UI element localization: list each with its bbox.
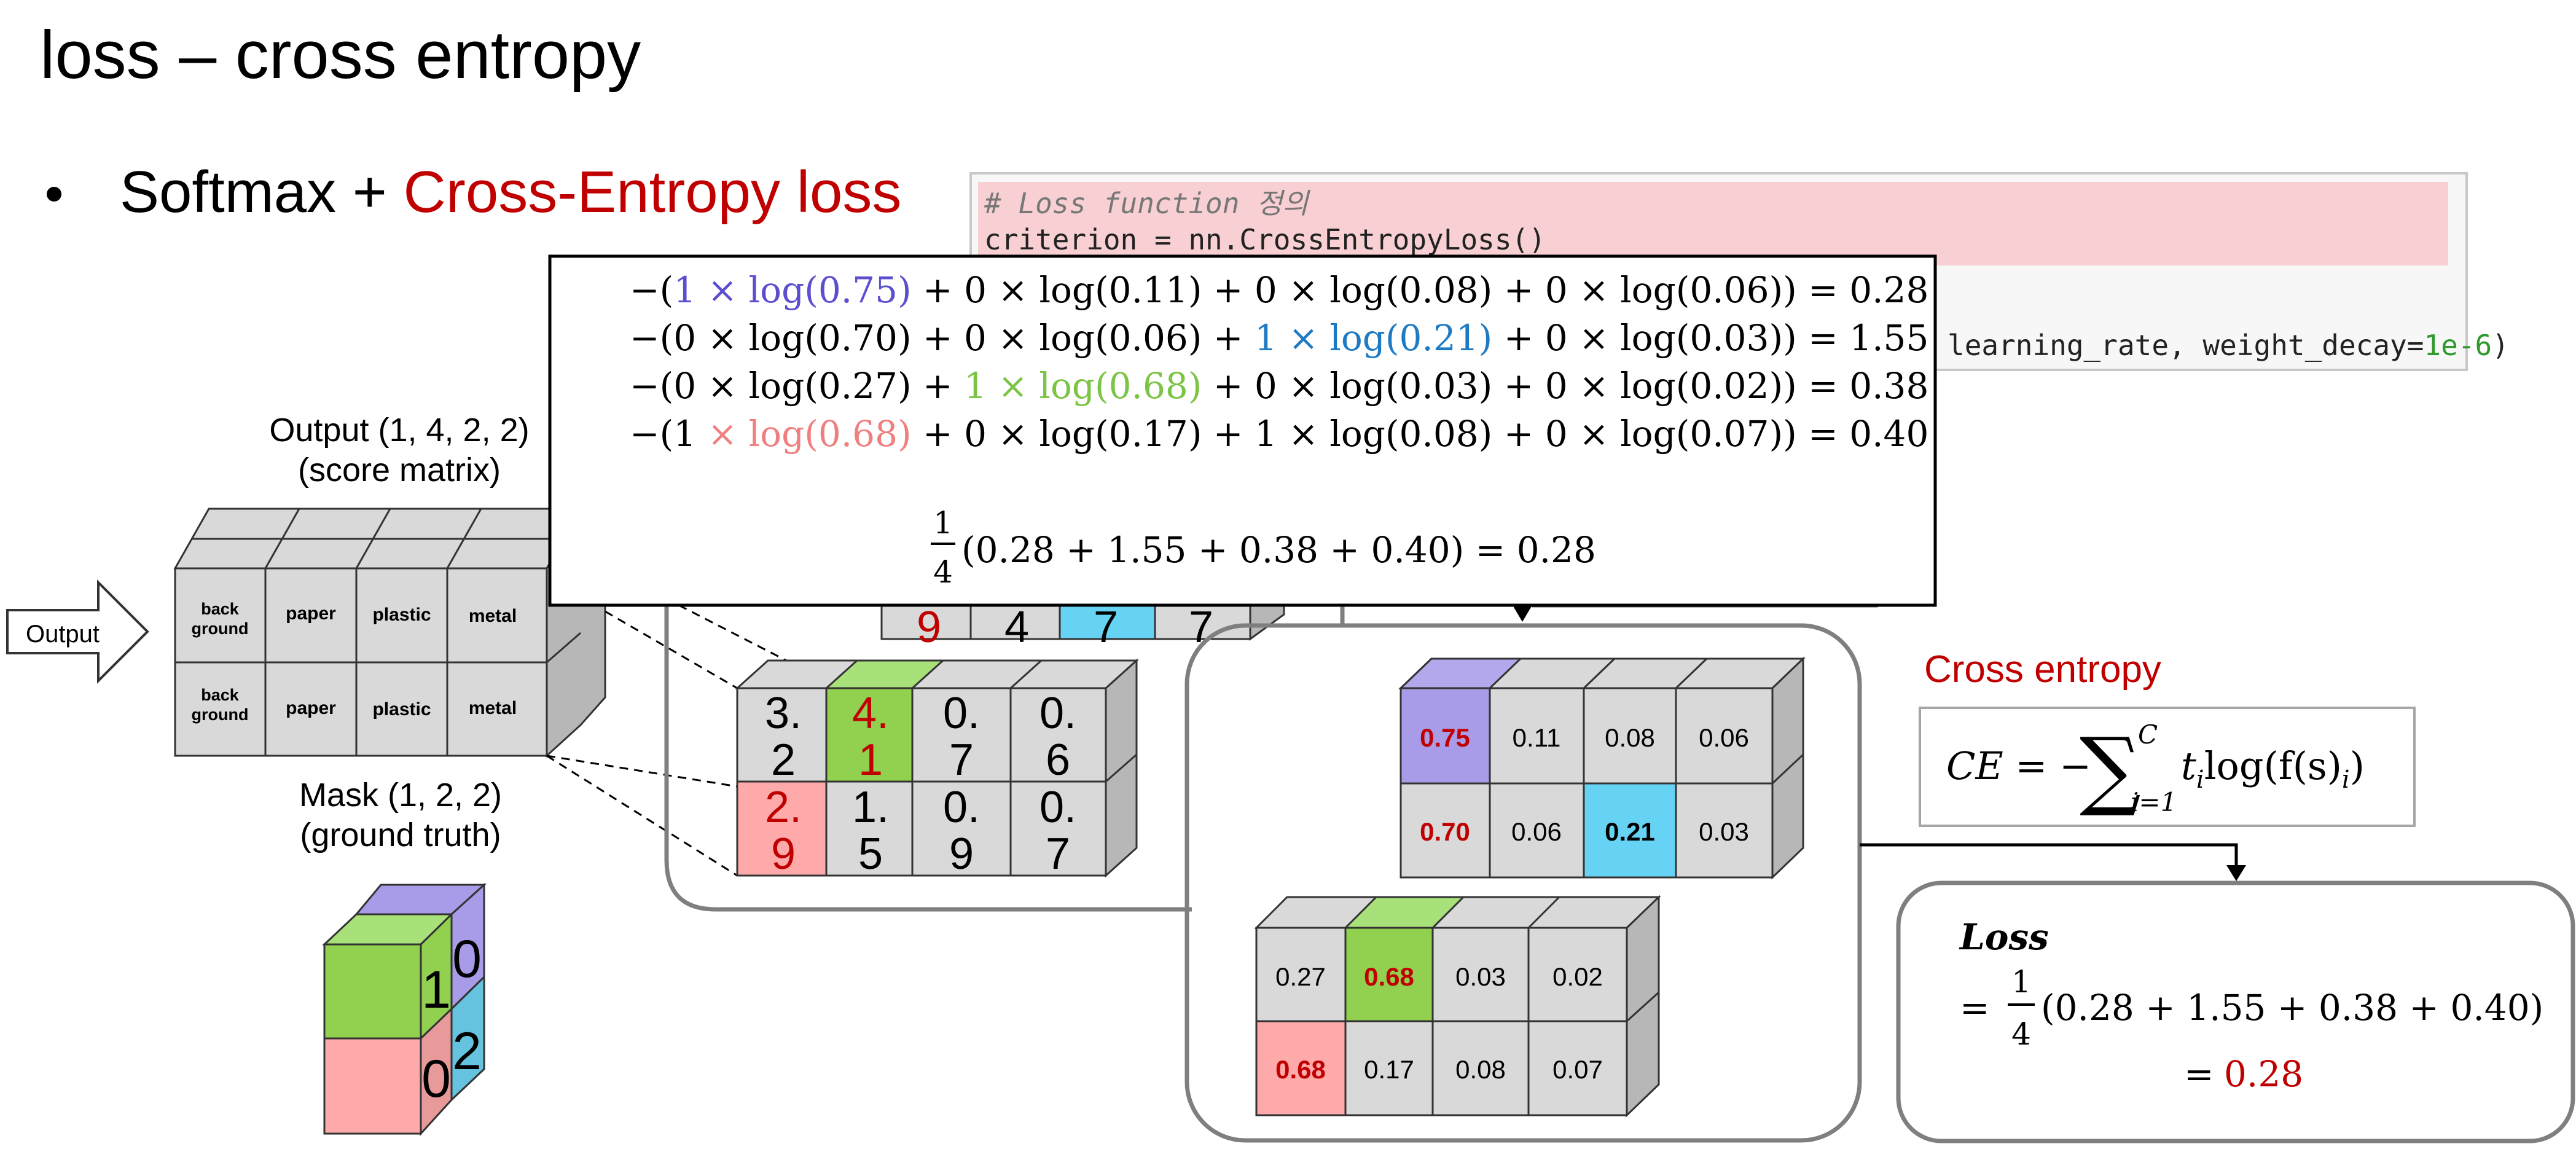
softmax-panel [1184, 623, 1862, 1143]
output-cell-paper-2: paper [286, 698, 336, 718]
output-cell-plastic-1: plastic [372, 605, 431, 625]
mask-cube [322, 882, 487, 1136]
softmax-back-r1c3: 0.08 [1605, 723, 1655, 752]
loss-panel [1896, 880, 2575, 1143]
ce-sum: ∑ [2080, 720, 2141, 820]
output-arrow: Output [6, 579, 149, 684]
down-arrowhead [1513, 605, 1532, 622]
code-line-optimizer: learning_rate, weight_decay=1e-6) [1948, 329, 2509, 362]
softmax-back-r2c2: 0.06 [1511, 817, 1562, 846]
softmax-back-r2c3: 0.21 [1605, 817, 1655, 846]
output-title: Output (1, 4, 2, 2) [269, 412, 529, 449]
output-cell-background-1: back [201, 600, 240, 618]
cross-entropy-heading: Cross entropy [1924, 648, 2161, 691]
mask-label-1: 1 [421, 960, 451, 1019]
score-cube-front [735, 658, 1139, 878]
output-cell-background-1b: ground [192, 619, 249, 638]
connector-arrowhead [2226, 865, 2246, 881]
loss-formula: Loss = 1 4 (0.28 + 1.55 + 0.38 + 0.40) =… [1959, 916, 2543, 1095]
softmax-front-r1c3: 0.03 [1455, 962, 1506, 991]
softmax-back-r1c1: 0.75 [1420, 723, 1470, 752]
score-cube-back [880, 601, 1285, 641]
equation-line-2: −(0 × log(0.70) + 0 × log(0.06) + 1 × lo… [630, 317, 1928, 359]
softmax-front-r2c3: 0.08 [1455, 1055, 1506, 1084]
mask-subtitle: (ground truth) [300, 817, 501, 853]
equation-line-3: −(0 × log(0.27) + 1 × log(0.68) + 0 × lo… [630, 365, 1928, 407]
code-comment: # Loss function 정의 [984, 187, 1310, 220]
output-tensor-cube [173, 508, 606, 758]
softmax-cube-front [1254, 895, 1661, 1118]
score-front-values: 3.2 4.1 0.7 0.6 2.9 1.5 0.9 0.7 [765, 689, 1076, 879]
projection-lines [546, 604, 787, 877]
slide-title: loss – cross entropy [40, 17, 641, 93]
output-arrow-label: Output [26, 621, 100, 648]
softmax-back-r1c2: 0.11 [1513, 723, 1561, 752]
score-cell-r2c2: 1.5 [852, 783, 889, 879]
loss-result: 0.28 [2224, 1053, 2303, 1095]
output-front-labels: back ground paper plastic metal back gro… [192, 600, 517, 724]
softmax-front-r2c1: 0.68 [1275, 1055, 1326, 1084]
loss-expr: (0.28 + 1.55 + 0.38 + 0.40) [2041, 987, 2543, 1029]
score-back-values: 9 4 7 7 [917, 603, 1213, 652]
score-cell-r1c1: 3.2 [765, 689, 802, 785]
code-line-criterion: criterion = nn.CrossEntropyLoss() [984, 223, 1546, 256]
equation-avg-den: 4 [933, 554, 953, 590]
score-cell-r2c4: 0.7 [1039, 783, 1076, 879]
mask-label-0-bottom: 0 [421, 1049, 451, 1108]
output-cell-metal-2: metal [469, 698, 517, 718]
ce-lhs: CE = − [1946, 743, 2091, 788]
loss-heading: Loss [1959, 916, 2049, 958]
output-cell-background-2: back [201, 686, 240, 704]
bullet-text: Softmax + Cross-Entropy loss [120, 159, 901, 225]
softmax-front-r1c2: 0.68 [1364, 962, 1414, 991]
ce-term: tilog(f(s)i) [2181, 743, 2365, 794]
score-back-0: 9 [917, 603, 941, 652]
score-cell-r2c1: 2.9 [765, 783, 802, 879]
equation-avg-num: 1 [933, 505, 953, 541]
code-snippet: # Loss function 정의 criterion = nn.CrossE… [969, 172, 2509, 371]
ce-sum-top: C [2138, 720, 2158, 750]
softmax-back-values: 0.75 0.11 0.08 0.06 0.70 0.06 0.21 0.03 [1420, 723, 1749, 846]
softmax-front-r1c4: 0.02 [1552, 962, 1603, 991]
bullet-dot [47, 187, 61, 202]
score-cell-r1c3: 0.7 [943, 689, 980, 785]
loss-frac-den: 4 [2011, 1016, 2031, 1052]
mask-title: Mask (1, 2, 2) [299, 777, 502, 814]
output-subtitle: (score matrix) [298, 452, 501, 488]
score-back-2: 7 [1094, 603, 1118, 652]
softmax-back-r2c1: 0.70 [1420, 817, 1470, 846]
score-cell-r1c2: 4.1 [852, 689, 889, 785]
loss-eq-sign: = [1960, 987, 1990, 1029]
softmax-back-r2c4: 0.03 [1699, 817, 1749, 846]
output-cell-metal-1: metal [469, 606, 517, 626]
output-cell-background-2b: ground [192, 705, 249, 724]
softmax-front-r2c2: 0.17 [1364, 1055, 1414, 1084]
equation-avg-expr: (0.28 + 1.55 + 0.38 + 0.40) = 0.28 [961, 529, 1596, 571]
mask-label-0-top: 0 [452, 930, 482, 989]
softmax-cube-back [1398, 656, 1806, 880]
score-cell-r2c3: 0.9 [943, 783, 980, 879]
loss-result-eq: = [2184, 1053, 2214, 1095]
softmax-back-r1c4: 0.06 [1699, 723, 1749, 752]
softmax-front-r1c1: 0.27 [1275, 962, 1326, 991]
score-panel [664, 602, 1192, 912]
equations-box: −(1 × log(0.75) + 0 × log(0.11) + 0 × lo… [548, 254, 1937, 607]
output-cell-paper-1: paper [286, 603, 336, 624]
output-cell-plastic-2: plastic [372, 699, 431, 720]
softmax-front-values: 0.27 0.68 0.03 0.02 0.68 0.17 0.08 0.07 [1275, 962, 1603, 1084]
mask-label-2: 2 [452, 1022, 482, 1081]
ce-sum-bottom: i=1 [2131, 787, 2177, 817]
loss-frac-num: 1 [2011, 964, 2031, 1000]
score-back-1: 4 [1004, 603, 1029, 652]
cross-entropy-formula: CE = − ∑ C i=1 tilog(f(s)i) [1919, 707, 2416, 827]
equation-line-4: −(1 × log(0.68) + 0 × log(0.17) + 1 × lo… [630, 413, 1928, 455]
equation-line-1: −(1 × log(0.75) + 0 × log(0.11) + 0 × lo… [630, 269, 1928, 311]
softmax-front-r2c4: 0.07 [1552, 1055, 1603, 1084]
connector-softmax-to-loss [1860, 843, 2238, 866]
score-cell-r1c4: 0.6 [1039, 689, 1076, 785]
mask-labels: 1 0 0 2 [421, 930, 482, 1108]
